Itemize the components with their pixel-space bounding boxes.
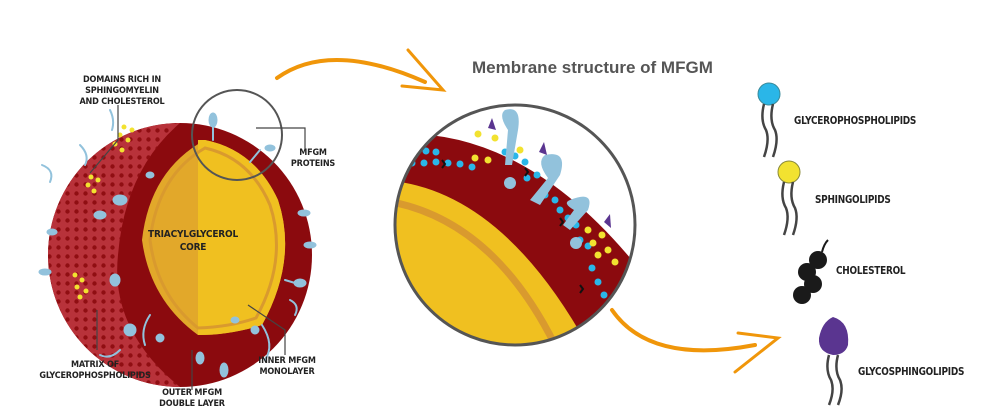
- label-core: TRIACYLGLYCEROL CORE: [148, 228, 238, 254]
- mfgm-proteins: [38, 109, 317, 378]
- label-line: MFGM: [299, 148, 327, 158]
- zoom-lens-border: [393, 103, 637, 347]
- magnifier-circle: [191, 89, 283, 181]
- label-line: DOMAINS RICH IN: [83, 75, 161, 85]
- label-line: MONOLAYER: [259, 367, 315, 377]
- sphingolipid-icon: [777, 160, 801, 236]
- label-matrix: MATRIX OF GLYCEROPHOSPHOLIPIDS: [30, 360, 160, 382]
- label-line: MATRIX OF: [70, 360, 120, 370]
- label-line: OUTER MFGM: [162, 388, 222, 398]
- diagram-title: Membrane structure of MFGM: [472, 58, 713, 77]
- label-line: CORE: [179, 242, 207, 253]
- cholesterol-icon: [793, 239, 829, 304]
- arrow-to-zoom: [275, 48, 447, 92]
- milk-fat-globule: [38, 89, 317, 390]
- label-line: PROTEINS: [290, 159, 336, 169]
- magnified-membrane: [393, 103, 637, 347]
- label-line: GLYCEROPHOSPHOLIPIDS: [39, 371, 151, 381]
- label-domains: DOMAINS RICH IN SPHINGOMYELIN AND CHOLES…: [62, 75, 182, 108]
- legend-sphingolipids: SPHINGOLIPIDS: [815, 194, 891, 206]
- label-line: DOUBLE LAYER: [159, 399, 225, 409]
- label-line: TRIACYLGLYCEROL: [148, 229, 238, 240]
- label-inner-layer: INNER MFGM MONOLAYER: [250, 356, 324, 378]
- label-line: SPHINGOMYELIN: [85, 86, 159, 96]
- legend-cholesterol: CHOLESTEROL: [836, 265, 906, 277]
- legend-glycosphingolipids: GLYCOSPHINGOLIPIDS: [858, 366, 965, 378]
- legend-glycerophospholipids: GLYCEROPHOSPHOLIPIDS: [794, 115, 917, 127]
- glycosphingolipid-icon: [818, 317, 849, 406]
- arrow-to-legend: [610, 308, 782, 374]
- glycerophospholipid-icon: [757, 82, 781, 158]
- label-line: INNER MFGM: [258, 356, 316, 366]
- label-outer-layer: OUTER MFGM DOUBLE LAYER: [150, 388, 234, 410]
- label-mfgm-proteins: MFGM PROTEINS: [288, 148, 338, 170]
- leader-lines: [89, 105, 306, 390]
- label-line: AND CHOLESTEROL: [79, 97, 165, 107]
